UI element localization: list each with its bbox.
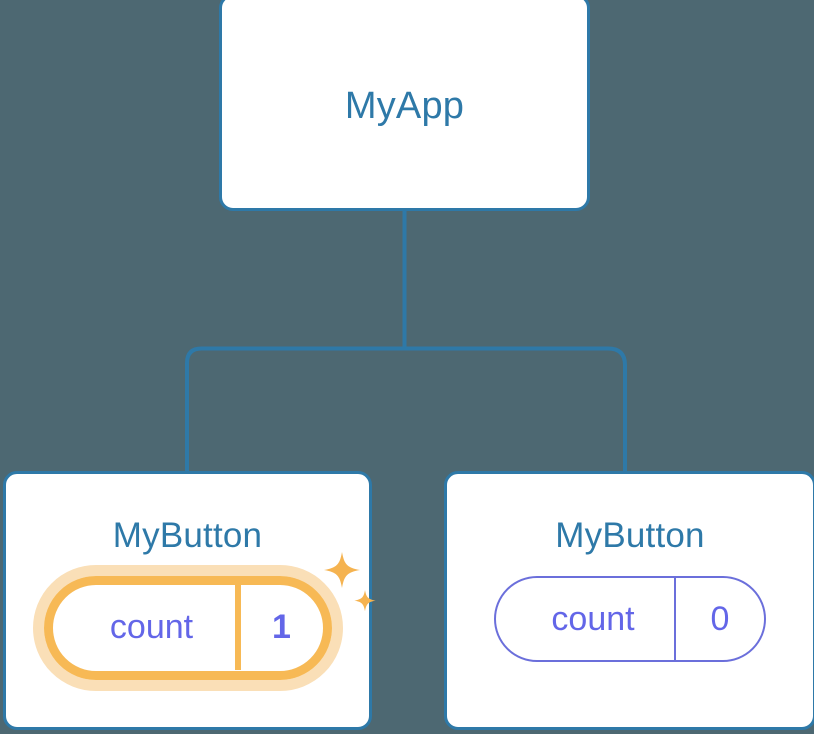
connector-bracket bbox=[185, 346, 627, 472]
state-pill[interactable]: count 0 bbox=[494, 576, 766, 662]
state-pill[interactable]: count 1 bbox=[43, 576, 332, 680]
component-title: MyApp bbox=[344, 84, 465, 127]
component-card-child-2[interactable]: MyButton count 0 bbox=[444, 471, 814, 730]
component-title: MyButton bbox=[555, 516, 705, 555]
state-pill-wrapper: count 1 bbox=[32, 552, 376, 691]
state-key-label: count bbox=[551, 600, 635, 638]
state-key-label: count bbox=[109, 608, 194, 646]
state-pill-wrapper: count 0 bbox=[494, 576, 766, 662]
component-card-child-1[interactable]: MyButton count 1 bbox=[3, 471, 376, 730]
component-title: MyButton bbox=[112, 516, 263, 555]
state-value-label: 1 bbox=[234, 585, 323, 670]
state-value-label: 0 bbox=[674, 578, 764, 660]
component-card-root[interactable]: MyApp bbox=[219, 0, 590, 211]
